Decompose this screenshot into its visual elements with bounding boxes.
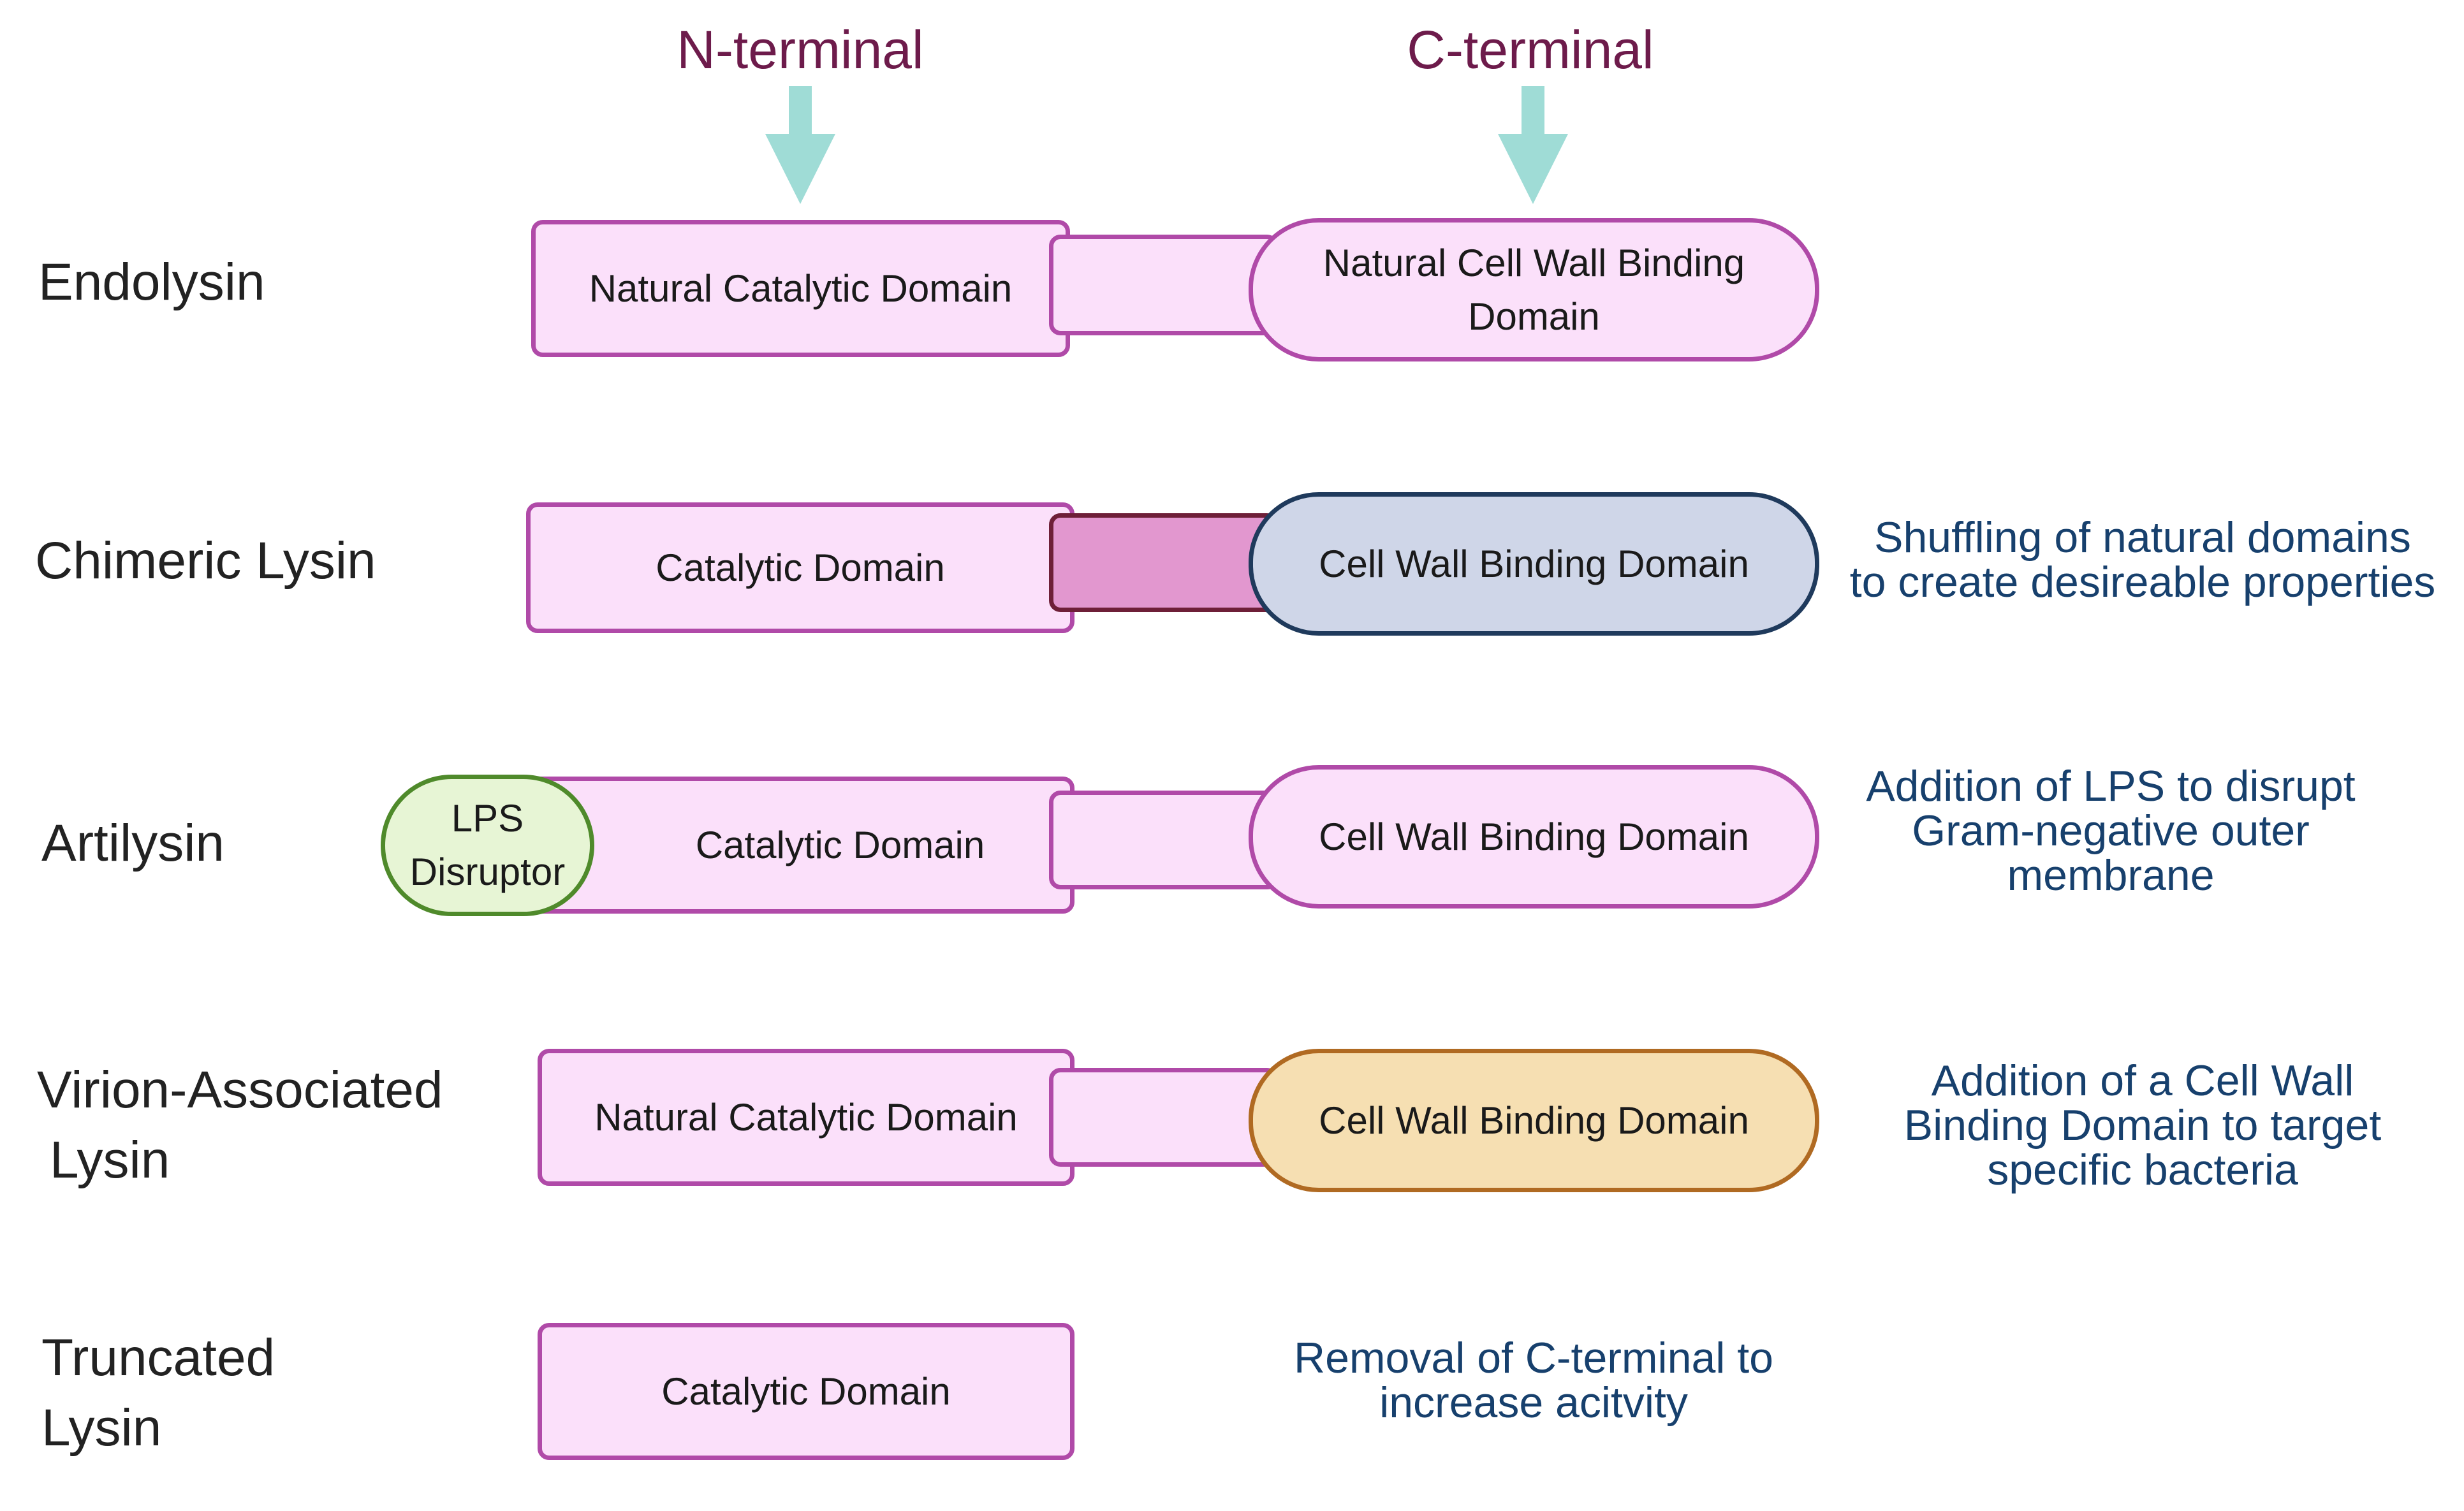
- c-terminal-label: C-terminal: [1407, 20, 1654, 80]
- n-terminal-label: N-terminal: [677, 20, 924, 80]
- domain-label: Catalytic Domain: [656, 546, 945, 589]
- c-terminal-arrow-icon: [1498, 86, 1568, 204]
- note-line: Shuffling of natural domains: [1874, 513, 2411, 562]
- domain-label: Natural Catalytic Domain: [589, 266, 1013, 310]
- row-label-endolysin: Endolysin: [38, 253, 265, 311]
- row-label-line: Lysin: [50, 1131, 170, 1189]
- row-label-virion-associated-lysin: Virion-Associated Lysin: [37, 1055, 443, 1195]
- domain-label: Natural Catalytic Domain: [594, 1095, 1018, 1139]
- chimeric-linker: [1049, 513, 1279, 612]
- note-line: Addition of LPS to disrupt: [1866, 762, 2356, 810]
- row-label-truncated-lysin: Truncated Lysin: [41, 1323, 275, 1463]
- domain-label: Catalytic Domain: [661, 1369, 951, 1413]
- note-line: Addition of a Cell Wall: [1931, 1056, 2354, 1105]
- artilysin-cell-wall-binding-domain: Cell Wall Binding Domain: [1249, 765, 1819, 909]
- row-label-line: Lysin: [41, 1399, 162, 1457]
- virion-cell-wall-binding-domain: Cell Wall Binding Domain: [1249, 1049, 1819, 1192]
- row-label-chimeric-lysin: Chimeric Lysin: [35, 532, 376, 590]
- row-label-line: Truncated: [41, 1329, 275, 1387]
- note-line: Gram-negative outer: [1912, 807, 2310, 855]
- domain-label: Cell Wall Binding Domain: [1319, 815, 1749, 858]
- lps-label-line: LPS: [451, 797, 524, 840]
- artilysin-catalytic-domain: Catalytic Domain: [529, 777, 1074, 914]
- artilysin-linker: [1049, 791, 1279, 889]
- domain-label: Catalytic Domain: [695, 823, 985, 866]
- endolysin-linker: [1049, 235, 1279, 335]
- artilysin-lps-disruptor: LPS Disruptor: [381, 775, 594, 916]
- virion-catalytic-domain: Natural Catalytic Domain: [538, 1049, 1074, 1186]
- note-line: Removal of C-terminal to: [1293, 1334, 1774, 1382]
- chimeric-note: Shuffling of natural domains to create d…: [1837, 515, 2449, 604]
- note-line: Binding Domain to target: [1903, 1101, 2382, 1150]
- artilysin-note: Addition of LPS to disrupt Gram-negative…: [1805, 764, 2417, 898]
- row-label-line: Virion-Associated: [37, 1061, 443, 1119]
- virion-note: Addition of a Cell Wall Binding Domain t…: [1837, 1058, 2449, 1192]
- note-line: to create desireable properties: [1849, 558, 2436, 606]
- n-terminal-arrow-icon: [765, 86, 835, 204]
- virion-linker: [1049, 1068, 1279, 1167]
- domain-label: Cell Wall Binding Domain: [1319, 542, 1749, 585]
- endolysin-catalytic-domain: Natural Catalytic Domain: [531, 220, 1070, 357]
- note-line: specific bacteria: [1987, 1146, 2298, 1194]
- truncated-note: Removal of C-terminal to increase acitvi…: [1228, 1336, 1840, 1425]
- domain-label: Cell Wall Binding Domain: [1319, 1099, 1749, 1142]
- row-label-artilysin: Artilysin: [41, 814, 225, 872]
- note-line: increase acitvity: [1379, 1378, 1688, 1427]
- truncated-catalytic-domain: Catalytic Domain: [538, 1323, 1074, 1460]
- endolysin-cell-wall-binding-domain: Natural Cell Wall Binding Domain: [1249, 218, 1819, 361]
- note-line: membrane: [2007, 851, 2215, 900]
- domain-label: Natural Cell Wall Binding Domain: [1323, 241, 1745, 338]
- chimeric-cell-wall-binding-domain: Cell Wall Binding Domain: [1249, 492, 1819, 636]
- chimeric-catalytic-domain: Catalytic Domain: [526, 502, 1074, 633]
- lps-label-line: Disruptor: [409, 850, 566, 893]
